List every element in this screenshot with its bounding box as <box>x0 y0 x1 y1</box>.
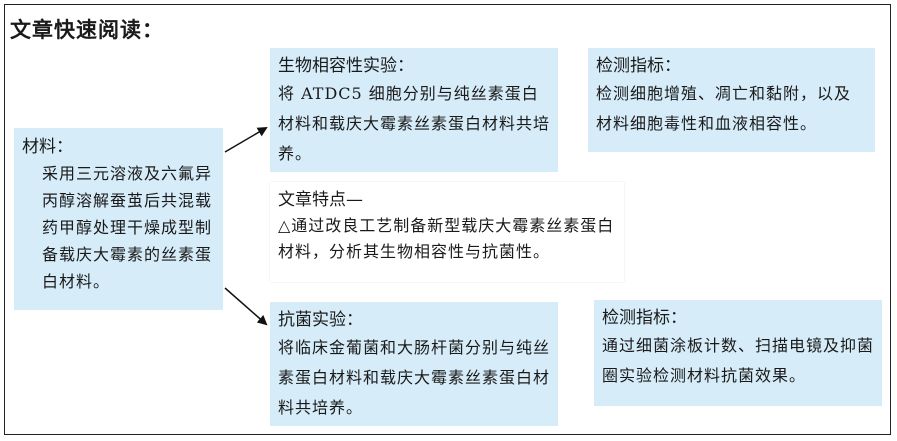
biocompat-indicators-box: 检测指标： 检测细胞增殖、凋亡和黏附，以及材料细胞毒性和血液相容性。 <box>588 48 875 152</box>
antibacterial-text: 将临床金葡菌和大肠杆菌分别与纯丝素蛋白材料和载庆大霉素丝素蛋白材料共培养。 <box>278 338 551 417</box>
arrow-to-antibacterial <box>224 287 268 326</box>
biocompat-text: 将 ATDC5 细胞分别与纯丝素蛋白材料和载庆大霉素丝素蛋白材料共培养。 <box>278 84 551 163</box>
antibacterial-indicators-box: 检测指标： 通过细菌涂板计数、扫描电镜及抑菌圈实验检测材料抗菌效果。 <box>594 300 882 406</box>
biocompat-indicators-title: 检测指标： <box>596 56 681 76</box>
materials-title: 材料： <box>22 137 73 157</box>
page-title: 文章快速阅读： <box>10 18 164 42</box>
arrow-to-biocompat <box>224 126 268 153</box>
features-text: △通过改良工艺制备新型载庆大霉素丝素蛋白材料，分析其生物相容性与抗菌性。 <box>278 216 615 261</box>
antibacterial-indicators-title: 检测指标： <box>602 308 687 328</box>
antibacterial-title: 抗菌实验： <box>278 310 363 330</box>
features-box: 文章特点— △通过改良工艺制备新型载庆大霉素丝素蛋白材料，分析其生物相容性与抗菌… <box>270 182 624 282</box>
features-title: 文章特点— <box>278 190 363 210</box>
antibacterial-indicators-text: 通过细菌涂板计数、扫描电镜及抑菌圈实验检测材料抗菌效果。 <box>602 336 875 385</box>
diagram-frame <box>4 4 891 435</box>
biocompat-title: 生物相容性实验： <box>278 56 414 76</box>
biocompat-indicators-text: 检测细胞增殖、凋亡和黏附，以及材料细胞毒性和血液相容性。 <box>596 84 852 133</box>
antibacterial-box: 抗菌实验： 将临床金葡菌和大肠杆菌分别与纯丝素蛋白材料和载庆大霉素丝素蛋白材料共… <box>270 302 558 426</box>
materials-box: 材料： 采用三元溶液及六氟异丙醇溶解蚕茧后共混载药甲醇处理干燥成型制备载庆大霉素… <box>14 128 223 310</box>
biocompat-box: 生物相容性实验： 将 ATDC5 细胞分别与纯丝素蛋白材料和载庆大霉素丝素蛋白材… <box>270 48 558 172</box>
materials-text: 采用三元溶液及六氟异丙醇溶解蚕茧后共混载药甲醇处理干燥成型制备载庆大霉素的丝素蛋… <box>42 164 213 291</box>
